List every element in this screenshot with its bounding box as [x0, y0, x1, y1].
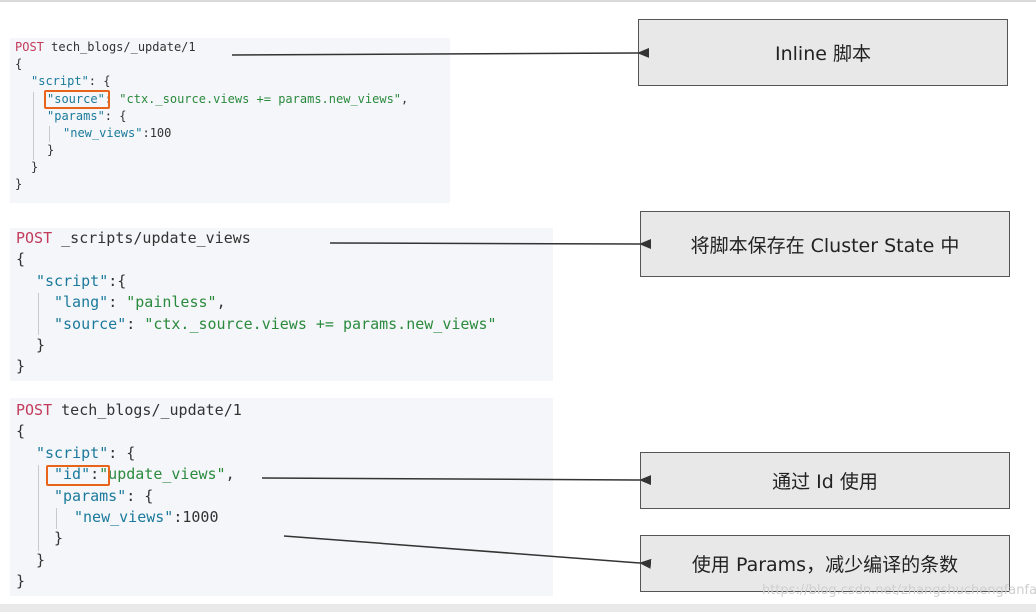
script-line: "script": {: [31, 74, 110, 88]
indent-guide: [49, 126, 50, 142]
code-block-inline-script: POST tech_blogs/_update/1 { "script": { …: [10, 38, 450, 203]
lang-line: "lang": "painless",: [54, 293, 226, 311]
params-key: "params": [47, 109, 105, 123]
id-key-highlight: [46, 465, 110, 486]
brace-close: }: [54, 529, 64, 547]
source-value: "ctx._source.views += params.new_views": [119, 92, 402, 106]
new-views-value: :1000: [173, 508, 219, 526]
params-line: "params": {: [54, 487, 153, 505]
colon: :: [90, 465, 100, 483]
top-border: [0, 0, 1036, 2]
colon-brace: : {: [88, 74, 111, 88]
callout-inline-script: Inline 脚本: [638, 19, 1008, 86]
new-views-value: :100: [142, 126, 172, 140]
script-line: "script":{: [36, 272, 126, 290]
new-views-key: "new_views": [74, 508, 174, 526]
comma: ,: [401, 92, 409, 106]
comma: ,: [216, 293, 226, 311]
brace-open: {: [16, 250, 26, 268]
code-block-stored-script: POST _scripts/update_views { "script":{ …: [10, 228, 553, 381]
http-method: POST: [16, 401, 53, 419]
source-line: "source": "ctx._source.views += params.n…: [54, 315, 497, 333]
arrow-params: [283, 535, 652, 569]
id-line: "id":"update_views",: [54, 465, 235, 483]
request-path: tech_blogs/_update/1: [61, 401, 242, 419]
brace-close: }: [36, 336, 46, 354]
callout-by-id: 通过 Id 使用: [640, 452, 1010, 509]
arrow-inline: [231, 47, 650, 58]
id-key: "id": [54, 465, 91, 483]
brace-close: }: [16, 357, 26, 375]
id-value: "update_views": [99, 465, 226, 483]
bottom-border: [0, 604, 1036, 612]
brace-close: }: [47, 143, 55, 157]
new-views-line: "new_views":100: [63, 126, 171, 140]
request-path: _scripts/update_views: [61, 229, 251, 247]
arrow-by-id: [261, 475, 652, 486]
callout-stored-script: 将脚本保存在 Cluster State 中: [640, 211, 1010, 277]
request-line: POST tech_blogs/_update/1: [16, 401, 242, 419]
indent-guide: [38, 465, 39, 551]
colon-brace: :{: [108, 272, 127, 290]
comma: ,: [225, 465, 235, 483]
colon-brace: : {: [104, 109, 127, 123]
colon: :: [126, 315, 136, 333]
source-value: "ctx._source.views += params.new_views": [144, 315, 497, 333]
colon: :: [108, 293, 118, 311]
new-views-key: "new_views": [63, 126, 143, 140]
source-key: "source": [54, 315, 127, 333]
brace-close: }: [16, 572, 26, 590]
callout-params: 使用 Params，减少编译的条数: [640, 535, 1010, 592]
lang-key: "lang": [54, 293, 109, 311]
brace-open: {: [15, 57, 23, 71]
colon-brace: : {: [126, 487, 154, 505]
brace-open: {: [16, 422, 26, 440]
indent-guide: [56, 508, 57, 529]
http-method: POST: [16, 229, 53, 247]
params-line: "params": {: [47, 109, 126, 123]
brace-close: }: [36, 551, 46, 569]
arrow-stored: [329, 239, 652, 250]
indent-guide: [38, 293, 39, 335]
request-line: POST tech_blogs/_update/1: [15, 40, 196, 54]
code-block-script-by-id: POST tech_blogs/_update/1 { "script": { …: [10, 398, 553, 596]
lang-value: "painless": [126, 293, 217, 311]
script-key: "script": [36, 444, 109, 462]
script-key: "script": [36, 272, 109, 290]
indent-guide: [33, 92, 34, 160]
watermark: https://blog.csdn.net/zhangshuchengfanfa…: [762, 583, 1036, 598]
request-path: tech_blogs/_update/1: [51, 40, 196, 54]
script-key: "script": [31, 74, 89, 88]
source-key: "source": [47, 92, 105, 106]
source-key-highlight: [44, 90, 110, 109]
colon-brace: : {: [108, 444, 136, 462]
script-line: "script": {: [36, 444, 135, 462]
new-views-line: "new_views":1000: [74, 508, 219, 526]
request-line: POST _scripts/update_views: [16, 229, 251, 247]
brace-close: }: [15, 177, 23, 191]
params-key: "params": [54, 487, 127, 505]
brace-close: }: [31, 160, 39, 174]
http-method: POST: [15, 40, 44, 54]
